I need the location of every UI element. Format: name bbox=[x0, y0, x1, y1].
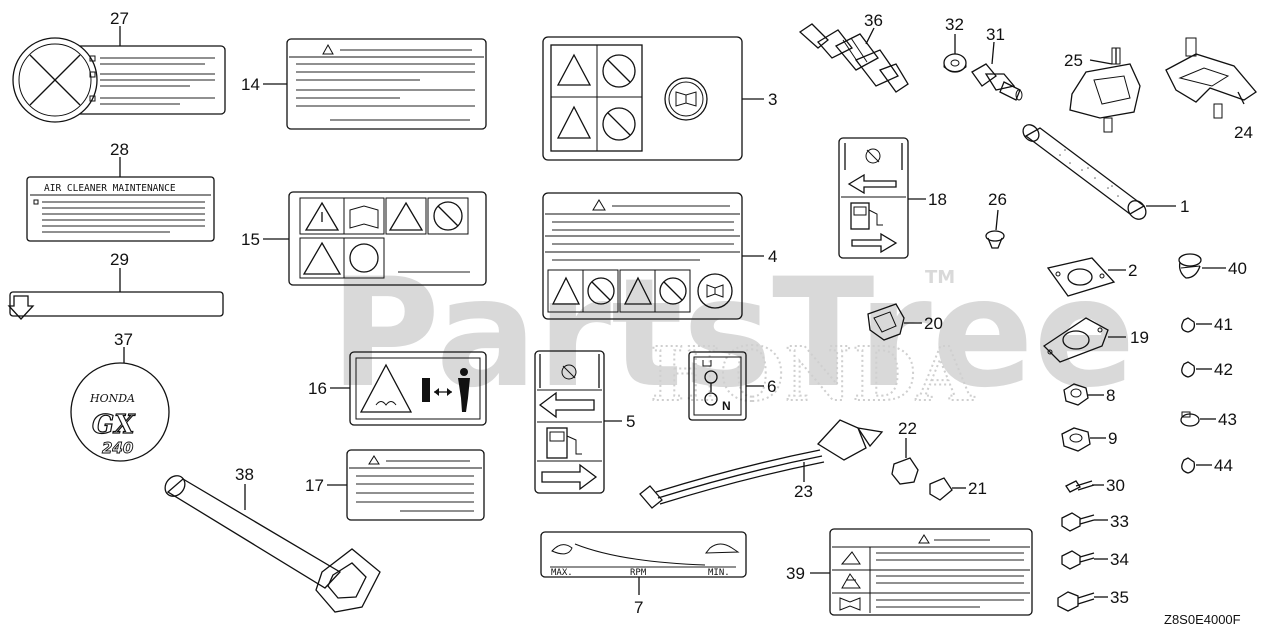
watermark-brand: HONDA bbox=[650, 332, 975, 418]
callout-7: 7 bbox=[634, 598, 643, 617]
part-36-spark-plug[interactable] bbox=[798, 23, 909, 93]
diagram-code: Z8S0E4000F bbox=[1164, 612, 1241, 627]
callout-42: 42 bbox=[1214, 360, 1233, 379]
callout-16: 16 bbox=[308, 379, 327, 398]
part-38-plug-wrench[interactable] bbox=[161, 472, 381, 613]
callout-28: 28 bbox=[110, 140, 129, 159]
part-15-warning-label[interactable] bbox=[288, 191, 487, 286]
callout-20: 20 bbox=[924, 314, 943, 333]
callout-2: 2 bbox=[1128, 261, 1137, 280]
part-22-terminal[interactable] bbox=[891, 457, 919, 485]
callout-29: 29 bbox=[110, 250, 129, 269]
callout-14: 14 bbox=[241, 75, 260, 94]
emblem-model: GX bbox=[92, 410, 136, 440]
part-26-plug[interactable] bbox=[985, 230, 1005, 249]
part-27-label[interactable] bbox=[12, 37, 226, 123]
callout-5: 5 bbox=[626, 412, 635, 431]
part-6-switch-label[interactable]: N bbox=[688, 351, 747, 421]
part-44-clip[interactable] bbox=[1181, 457, 1196, 474]
callout-17: 17 bbox=[305, 476, 324, 495]
callout-4: 4 bbox=[768, 247, 777, 266]
part-34-bolt[interactable] bbox=[1061, 550, 1095, 570]
callout-39: 39 bbox=[786, 564, 805, 583]
callout-25: 25 bbox=[1064, 51, 1083, 70]
part-19-gasket[interactable] bbox=[1042, 317, 1109, 363]
watermark: PartsTree TM HONDA bbox=[330, 247, 1135, 421]
part-40-grommet[interactable] bbox=[1178, 253, 1202, 279]
part-42-clip[interactable] bbox=[1181, 361, 1196, 378]
emblem-brand: HONDA bbox=[89, 392, 135, 405]
part-14-caution-label[interactable] bbox=[286, 38, 487, 130]
callout-37: 37 bbox=[114, 330, 133, 349]
callout-43: 43 bbox=[1218, 410, 1237, 429]
air-cleaner-title: AIR CLEANER MAINTENANCE bbox=[44, 183, 176, 194]
callout-44: 44 bbox=[1214, 456, 1233, 475]
callout-9: 9 bbox=[1108, 429, 1117, 448]
part-7-rpm-label[interactable]: MAX. RPM MIN. bbox=[540, 531, 747, 578]
callout-1: 1 bbox=[1180, 197, 1189, 216]
callout-21: 21 bbox=[968, 479, 987, 498]
callout-40: 40 bbox=[1228, 259, 1247, 278]
part-31-fitting[interactable] bbox=[971, 63, 1023, 101]
callout-8: 8 bbox=[1106, 386, 1115, 405]
part-29-arrow-strip[interactable] bbox=[7, 291, 224, 320]
callout-26: 26 bbox=[988, 190, 1007, 209]
watermark-tm: TM bbox=[925, 267, 955, 288]
part-16-hot-surface-label[interactable] bbox=[349, 351, 487, 426]
part-25-mount[interactable] bbox=[1069, 47, 1141, 133]
callout-33: 33 bbox=[1110, 512, 1129, 531]
callout-32: 32 bbox=[945, 15, 964, 34]
part-1-tube[interactable] bbox=[1020, 122, 1150, 223]
callout-22: 22 bbox=[898, 419, 917, 438]
part-2-gasket[interactable] bbox=[1046, 257, 1116, 297]
part-9-nut[interactable] bbox=[1061, 427, 1091, 452]
callout-23: 23 bbox=[794, 482, 813, 501]
callout-30: 30 bbox=[1106, 476, 1125, 495]
callout-41: 41 bbox=[1214, 315, 1233, 334]
part-33-bolt[interactable] bbox=[1061, 512, 1095, 532]
part-21-cap[interactable] bbox=[929, 477, 953, 501]
part-30-bolt[interactable] bbox=[1065, 480, 1095, 493]
part-20-clip[interactable] bbox=[867, 303, 905, 341]
callout-35: 35 bbox=[1110, 588, 1129, 607]
rpm-mid: RPM bbox=[630, 568, 647, 578]
part-39-label[interactable] bbox=[829, 528, 1033, 616]
callout-24: 24 bbox=[1234, 123, 1253, 142]
rpm-max: MAX. bbox=[551, 568, 573, 578]
part-8-nut[interactable] bbox=[1063, 383, 1089, 406]
part-32-washer[interactable] bbox=[943, 53, 967, 73]
emblem-size: 240 bbox=[102, 439, 133, 457]
callout-27: 27 bbox=[110, 9, 129, 28]
callout-15: 15 bbox=[241, 230, 260, 249]
part-35-bolt[interactable] bbox=[1057, 591, 1095, 612]
part-3-pictogram-label[interactable] bbox=[542, 36, 743, 161]
part-28-air-cleaner-label[interactable]: AIR CLEANER MAINTENANCE bbox=[26, 176, 215, 242]
callout-36: 36 bbox=[864, 11, 883, 30]
callout-34: 34 bbox=[1110, 550, 1129, 569]
part-43-clamp[interactable] bbox=[1180, 411, 1200, 427]
callout-19: 19 bbox=[1130, 328, 1149, 347]
part-23-wire-harness[interactable] bbox=[639, 419, 884, 509]
part-17-caution-label[interactable] bbox=[346, 449, 485, 521]
part-41-clip[interactable] bbox=[1181, 317, 1196, 333]
part-24-mount[interactable] bbox=[1165, 37, 1257, 119]
callout-6: 6 bbox=[767, 377, 776, 396]
callout-3: 3 bbox=[768, 90, 777, 109]
callout-38: 38 bbox=[235, 465, 254, 484]
part-5-choke-fuel-label[interactable] bbox=[534, 350, 605, 494]
callout-31: 31 bbox=[986, 25, 1005, 44]
part-18-choke-fuel-label[interactable] bbox=[838, 137, 909, 259]
callout-18: 18 bbox=[928, 190, 947, 209]
part-37-emblem[interactable]: HONDA GX 240 bbox=[70, 362, 170, 462]
svg-text:N: N bbox=[722, 399, 731, 413]
rpm-min: MIN. bbox=[708, 568, 730, 578]
